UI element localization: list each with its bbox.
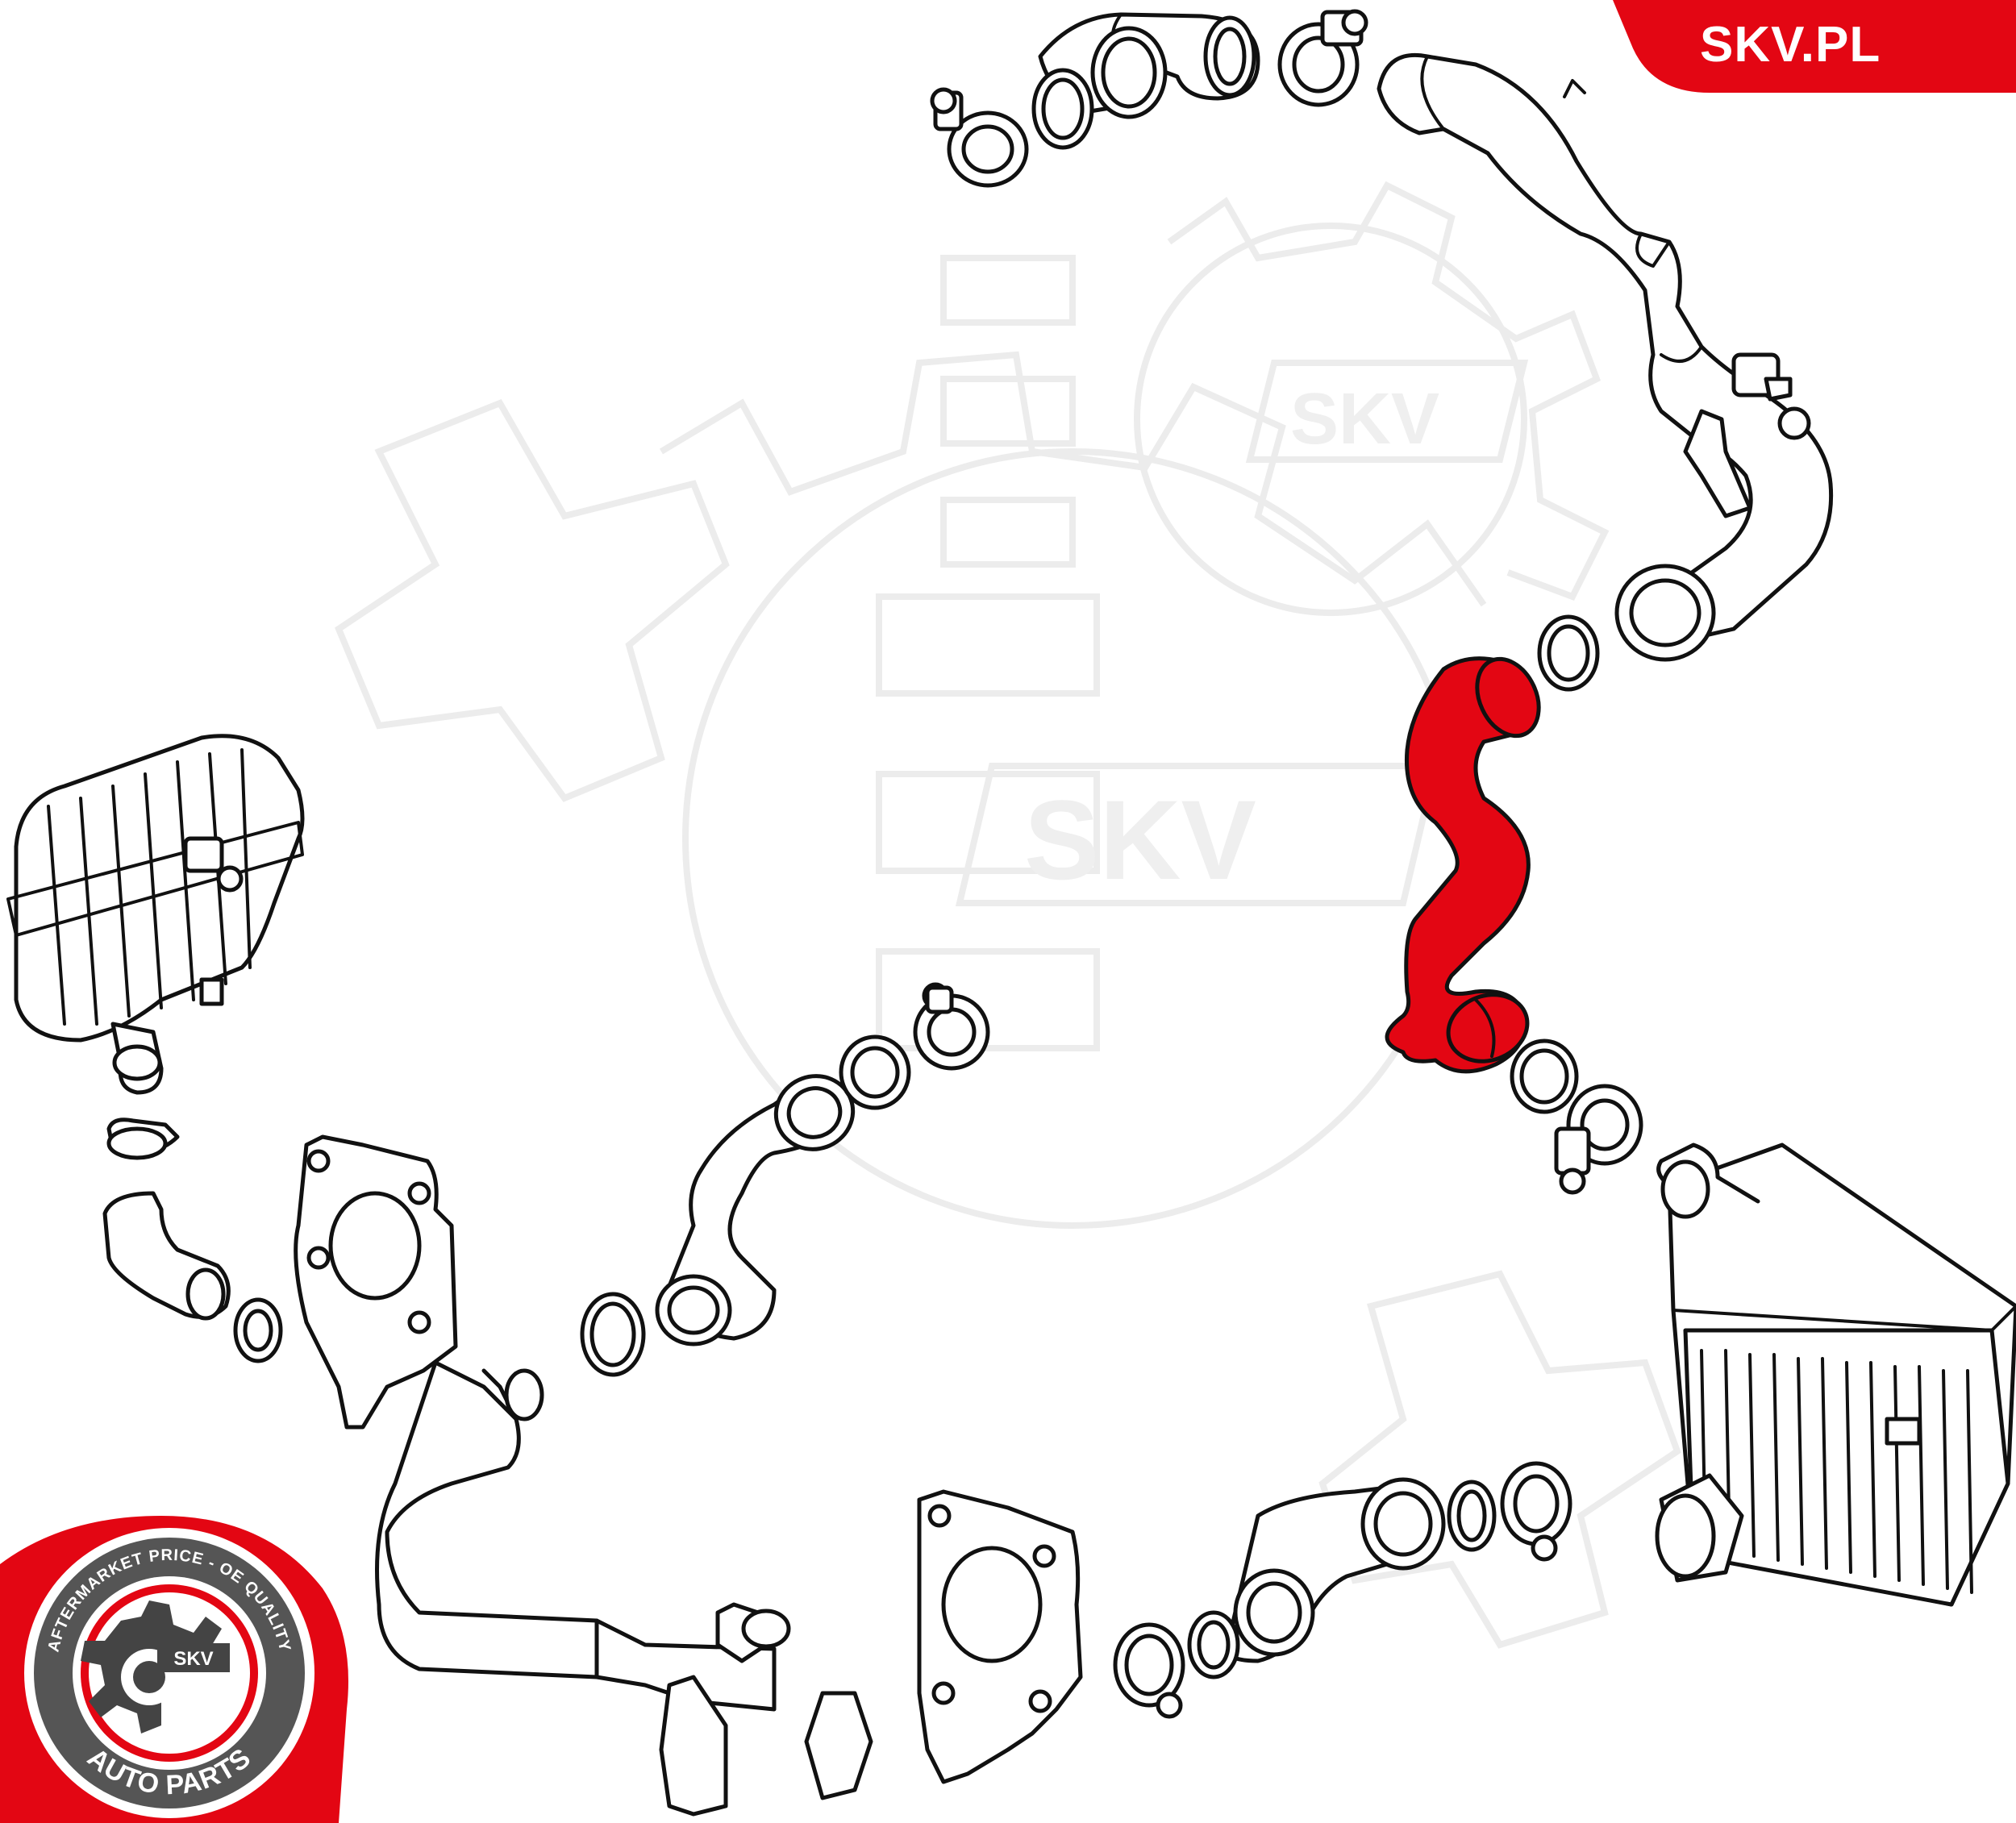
rings-lower-center — [839, 982, 990, 1110]
rings-lower-right — [1113, 1461, 1572, 1719]
upper-o-ring — [1031, 68, 1094, 150]
upper-clamps — [930, 9, 1368, 188]
clamp-mid-right — [1554, 1084, 1643, 1195]
coolant-reservoir — [6, 734, 305, 1095]
upper-pipe-outlet — [1537, 564, 1716, 692]
turbo-flange-pipe — [294, 1134, 873, 1817]
upper-charge-pipe — [1377, 52, 1834, 643]
brand-corner-label: SKV.PL — [1613, 0, 2016, 93]
watermark-gear-upper: SKV — [940, 181, 1610, 616]
background-watermark: SKV SKV — [335, 181, 1681, 1649]
lower-right-hose — [1113, 1461, 1572, 1719]
clamp-reservoir — [233, 1297, 283, 1363]
watermark-gear-lower — [1318, 1270, 1681, 1649]
ring-mid-right — [1510, 1038, 1579, 1114]
skv-seal: AFTERMARKET PRICE - OE QUALITY AUTO PART… — [0, 1516, 348, 1823]
clamp-b — [1277, 9, 1368, 107]
highlighted-charge-air-hose — [1385, 656, 1541, 1074]
hose-clamps — [1510, 1038, 1643, 1195]
watermark-text-center: SKV — [1024, 776, 1256, 903]
seal-badge — [157, 1643, 230, 1672]
pipe-bracket — [1683, 352, 1811, 518]
watermark-gear-left — [335, 398, 730, 802]
brand-corner-text: SKV.PL — [1700, 17, 1881, 73]
intercooler — [1655, 1142, 2016, 1607]
lower-hose — [580, 982, 990, 1377]
reservoir-hose — [102, 1118, 283, 1363]
upper-elbow-hose — [1038, 12, 1260, 119]
seal-badge-text: SKV — [173, 1648, 213, 1670]
second-flange — [917, 1489, 1083, 1784]
watermark-text-upper: SKV — [1290, 379, 1439, 460]
clamp-a — [930, 87, 1029, 188]
